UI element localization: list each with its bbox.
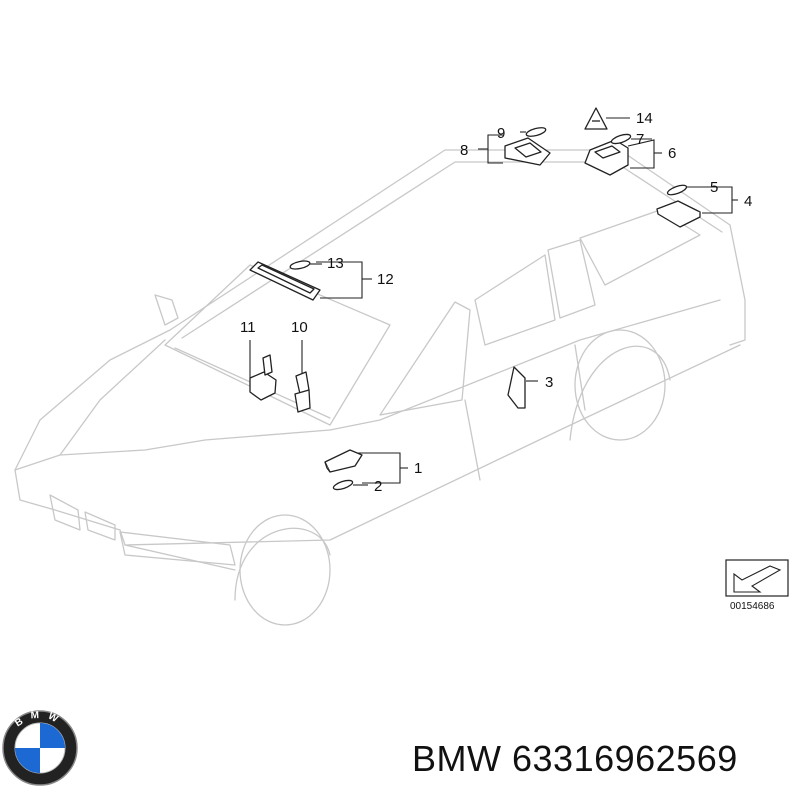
part-13-bulb <box>289 260 311 270</box>
part-9-bulb <box>525 127 547 137</box>
part-12-console-light <box>249 261 321 301</box>
callout-12: 12 <box>377 271 394 288</box>
callout-14: 14 <box>636 110 653 127</box>
part-number-caption: BMW 63316962569 <box>412 738 738 780</box>
part-14-warning-triangle <box>584 107 608 130</box>
part-7-bulb <box>610 133 632 145</box>
callout-10: 10 <box>291 319 308 336</box>
callout-5: 5 <box>710 179 718 196</box>
callout-4: 4 <box>744 193 752 210</box>
brand-name: BMW <box>412 738 502 779</box>
part-1-door-light <box>324 449 363 473</box>
part-number: 63316962569 <box>512 738 738 779</box>
diagram-id-badge: 00154686 <box>725 559 789 612</box>
callout-6: 6 <box>668 145 676 162</box>
diagram-id: 00154686 <box>730 601 775 612</box>
callout-3: 3 <box>545 374 553 391</box>
leader-lines <box>249 117 738 486</box>
bmw-logo: BMW <box>2 710 78 786</box>
part-8-roof-light <box>504 137 551 166</box>
callout-labels: 1 2 3 4 5 6 7 8 9 10 11 12 13 14 <box>240 110 752 495</box>
callout-9: 9 <box>497 125 505 142</box>
part-3-trim <box>507 366 526 409</box>
callout-8: 8 <box>460 142 468 159</box>
callout-7: 7 <box>636 131 644 148</box>
part-10-switch <box>294 371 311 413</box>
part-4-cargo-light <box>656 200 701 228</box>
part-2-bulb <box>332 479 354 491</box>
part-11-switch <box>249 354 277 401</box>
part-6-roof-light <box>584 139 629 176</box>
callout-1: 1 <box>414 460 422 477</box>
callout-2: 2 <box>374 478 382 495</box>
vehicle-outline <box>14 149 746 626</box>
callout-11: 11 <box>240 319 256 336</box>
callout-13: 13 <box>327 255 344 272</box>
arrow-icon <box>733 565 782 593</box>
